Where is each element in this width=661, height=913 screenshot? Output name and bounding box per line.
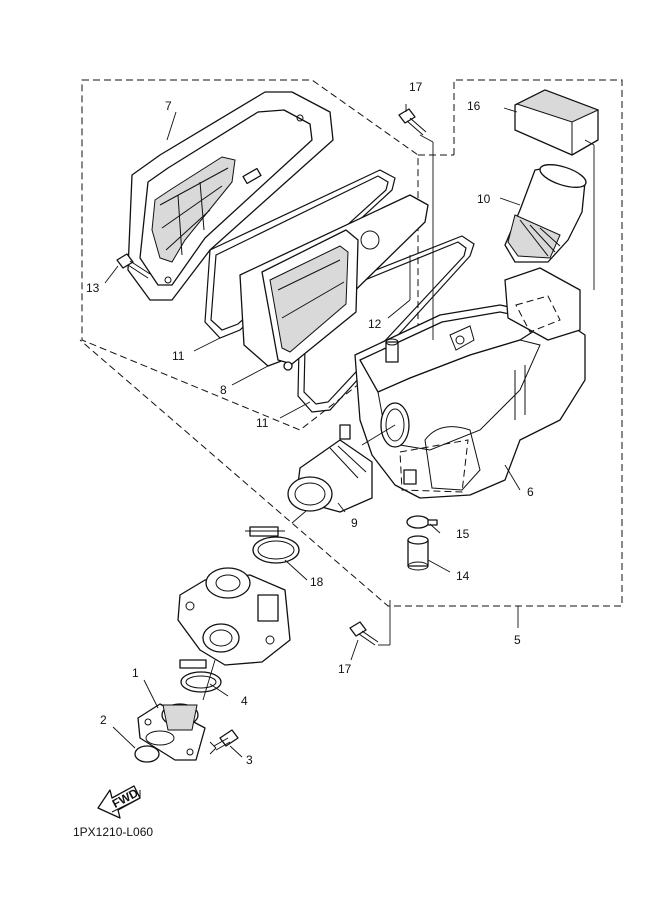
callout-7: 7 (165, 99, 172, 113)
gasket-lower-part-11 (297, 235, 475, 413)
bolt-part-17-bottom (349, 621, 379, 646)
callout-4: 4 (241, 694, 248, 708)
bolt-part-13 (116, 253, 151, 279)
clamp-part-4 (179, 659, 222, 693)
clip-part-15 (406, 515, 438, 529)
callout-17-top: 17 (409, 80, 423, 94)
clamp-part-18 (245, 526, 300, 564)
callout-5: 5 (514, 633, 521, 647)
bolt-part-3 (213, 729, 239, 751)
joint-part-9 (287, 424, 373, 513)
callout-2: 2 (100, 713, 107, 727)
air-filter-cover-part-7 (127, 91, 334, 301)
intake-manifold-part-1 (137, 703, 206, 761)
callout-13: 13 (86, 281, 100, 295)
leader-lines (104, 104, 595, 758)
air-filter-element-part-8 (239, 194, 429, 371)
throttle-body (177, 567, 291, 666)
callout-14: 14 (456, 569, 470, 583)
drain-plug-part-14 (407, 535, 429, 571)
callout-11-upper: 11 (172, 349, 185, 363)
callout-18: 18 (310, 575, 324, 589)
forward-direction-arrow: FWD (97, 785, 141, 819)
drawing-code: 1PX1210-L060 (73, 825, 153, 839)
bolt-part-17-top (398, 108, 427, 136)
callout-16: 16 (467, 99, 481, 113)
air-filter-case-part-6 (354, 304, 586, 499)
callout-6: 6 (527, 485, 534, 499)
callout-12: 12 (368, 317, 382, 331)
callout-1: 1 (132, 666, 139, 680)
callout-10: 10 (477, 192, 491, 206)
cap-part-16 (514, 89, 600, 156)
callout-11-lower: 11 (256, 416, 269, 430)
callout-15: 15 (456, 527, 470, 541)
callout-8: 8 (220, 383, 227, 397)
callout-9: 9 (351, 516, 358, 530)
air-box-group-boundary (79, 79, 623, 607)
callout-3: 3 (246, 753, 253, 767)
intake-duct-part-10 (504, 164, 587, 341)
callout-17-bottom: 17 (338, 662, 352, 676)
o-ring-part-2 (134, 745, 160, 763)
